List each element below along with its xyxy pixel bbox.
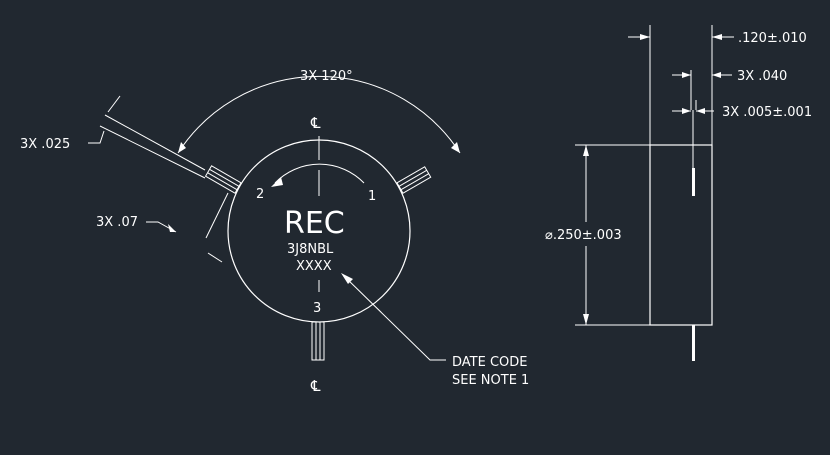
lead-left-ext-b [99, 125, 206, 179]
marking-date: XXXX [296, 259, 332, 274]
centerline-bottom-label: ℄ [310, 377, 321, 395]
pin2-label: 2 [256, 187, 264, 202]
centerline-top-label: ℄ [310, 114, 321, 132]
pin-direction-arc [274, 163, 365, 184]
angle-arrow-right [451, 142, 460, 153]
dim-spacing-arrow-right [712, 72, 721, 78]
dim-width-arrow-left [640, 34, 650, 40]
angle-arc [177, 75, 461, 154]
side-lead-top-solid [692, 168, 695, 196]
dim-spacing-arrow-left [682, 72, 691, 78]
lead-spacing-label: 3X .040 [737, 69, 787, 84]
lead-len-arrow [168, 224, 176, 232]
lead-dia-leader [88, 130, 105, 144]
lead-dia-ext [107, 95, 121, 113]
marking-code: 3J8NBL [287, 242, 334, 257]
lead-len-label: 3X .07 [96, 215, 138, 230]
lead-wire-label: 3X .005±.001 [722, 105, 812, 120]
body-dia-label: ⌀.250±.003 [545, 228, 622, 243]
marking-main: REC [284, 206, 345, 241]
angle-label: 3X 120° [300, 69, 353, 84]
lead-left-ext-a [104, 114, 206, 171]
width-tol-label: .120±.010 [738, 31, 807, 46]
side-body [649, 144, 713, 326]
date-code-arrow [341, 273, 353, 284]
dia-arrow-top [583, 145, 589, 156]
dim-wire-arrow-left [682, 108, 691, 114]
date-code-line2: SEE NOTE 1 [452, 373, 529, 388]
date-code-leader [343, 275, 446, 361]
dim-width-arrow-right [712, 34, 722, 40]
lead-len-ext-a [205, 192, 229, 239]
lead-bottom [311, 321, 325, 361]
lead-len-ext-b [207, 252, 223, 263]
dia-arrow-bottom [583, 314, 589, 325]
pin1-label: 1 [368, 189, 376, 204]
angle-arrow-left [178, 142, 186, 153]
pin3-label: 3 [313, 301, 321, 316]
pin-direction-arrow [271, 177, 283, 187]
dim-wire-arrow-right [696, 108, 705, 114]
date-code-line1: DATE CODE [452, 355, 528, 370]
side-lead-bottom [692, 325, 695, 361]
lead-right [396, 166, 432, 194]
lead-left [204, 165, 242, 194]
lead-dia-label: 3X .025 [20, 137, 70, 152]
